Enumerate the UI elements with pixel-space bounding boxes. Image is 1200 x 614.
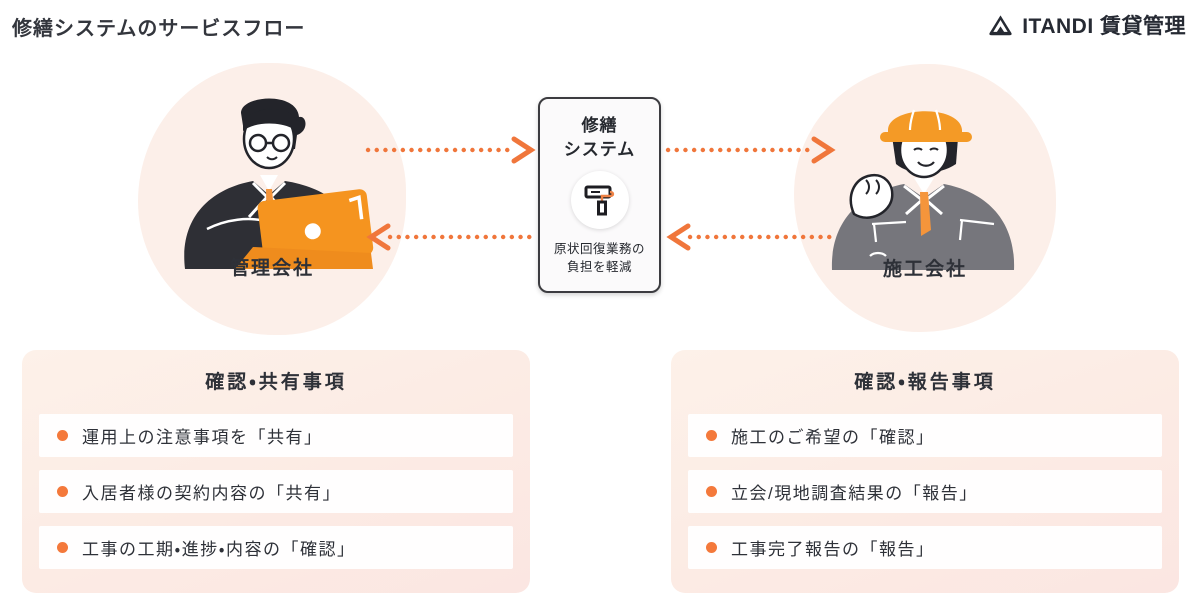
manager-illustration (157, 91, 387, 281)
construction-company-blob: 施工会社 (794, 64, 1056, 332)
management-company-label: 管理会社 (229, 258, 314, 279)
bullet-icon (706, 430, 717, 441)
bullet-icon (706, 542, 717, 553)
repair-system-box: 修繕 システム 原状回復業務の 負担を軽減 (538, 97, 661, 293)
list-item: 立会/現地調査結果の「報告」 (688, 470, 1162, 513)
bullet-icon (57, 430, 68, 441)
bullet-icon (706, 486, 717, 497)
management-company-blob: 管理会社 (138, 63, 406, 335)
list-item: 運用上の注意事項を「共有」 (39, 414, 513, 457)
system-caption: 原状回復業務の 負担を軽減 (553, 241, 645, 275)
page-title: 修繕システムのサービスフロー (12, 18, 306, 40)
list-item: 入居者様の契約内容の「共有」 (39, 470, 513, 513)
report-items-panel: 確認・報告事項 施工のご希望の「確認」 立会/現地調査結果の「報告」 工事完了報… (671, 350, 1179, 593)
share-panel-title: 確認・共有事項 (205, 372, 347, 393)
list-item: 工事の工期・進捗・内容の「確認」 (39, 526, 513, 569)
list-item: 施工のご希望の「確認」 (688, 414, 1162, 457)
itandi-logo-icon (987, 12, 1014, 39)
itandi-logo-text: ITANDI 賃貸管理 (1022, 15, 1186, 38)
list-item: 工事完了報告の「報告」 (688, 526, 1162, 569)
system-title: 修繕 システム (563, 116, 636, 159)
paint-roller-icon (570, 170, 629, 229)
report-panel-title: 確認・報告事項 (854, 372, 996, 393)
itandi-brand-logo: ITANDI 賃貸管理 (987, 10, 1186, 40)
construction-company-label: 施工会社 (882, 259, 967, 280)
worker-illustration (810, 92, 1040, 282)
share-items-panel: 確認・共有事項 運用上の注意事項を「共有」 入居者様の契約内容の「共有」 工事の… (22, 350, 530, 593)
bullet-icon (57, 542, 68, 553)
bullet-icon (57, 486, 68, 497)
